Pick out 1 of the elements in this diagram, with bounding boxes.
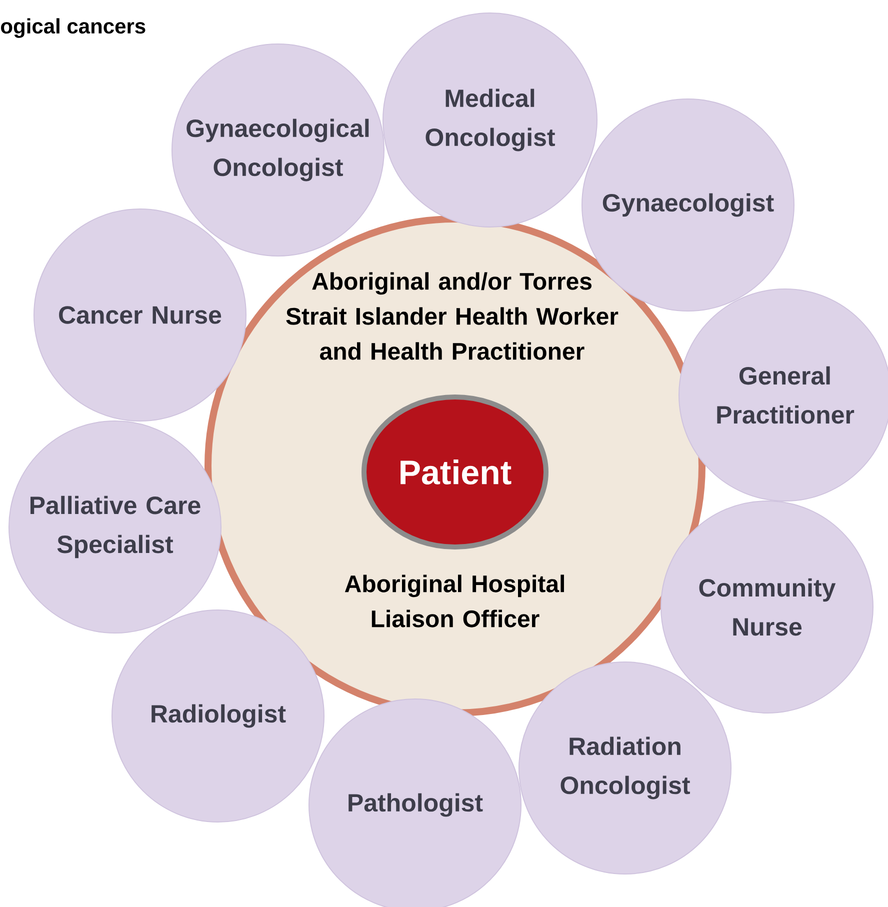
heading: ogical cancers: [1, 18, 146, 38]
